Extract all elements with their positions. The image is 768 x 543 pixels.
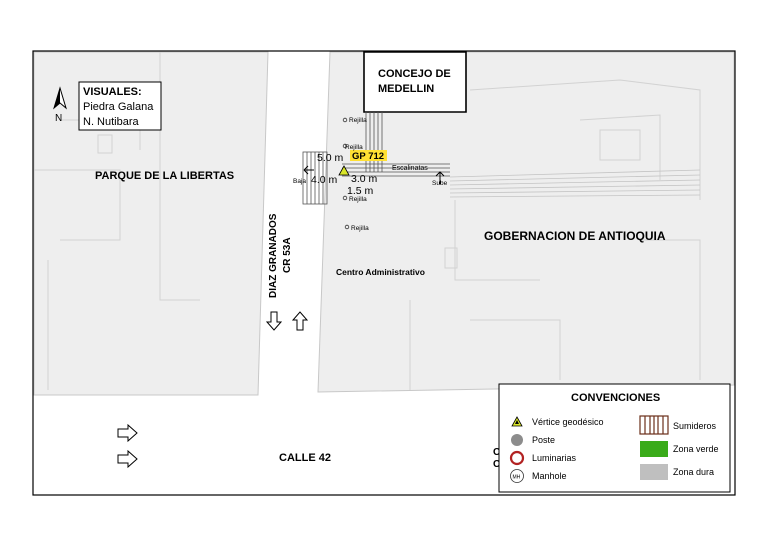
north-label: N <box>55 113 62 124</box>
label-centro: Centro Administrativo <box>336 267 425 277</box>
label-concejo: CONCEJO DE <box>378 68 451 80</box>
label-baja: Baja <box>293 178 306 185</box>
arrow-down-icon <box>265 311 283 331</box>
zona-dura-swatch <box>640 464 668 480</box>
arrow-up-icon <box>291 311 309 331</box>
vertex-gp712 <box>338 150 387 176</box>
vertex-triangle-icon <box>338 165 350 176</box>
concejo-building <box>363 51 467 113</box>
label-street-vertical: DIAZ GRANADOS <box>268 213 279 298</box>
escalinata-strips <box>342 112 450 177</box>
visuales-title: VISUALES: <box>83 86 142 98</box>
flow-arrows <box>303 165 445 184</box>
label-street-vertical: CR 53A <box>282 237 293 273</box>
rejilla-markers <box>342 117 350 230</box>
legend-label: Zona verde <box>673 444 719 454</box>
arrow-right-icon <box>117 423 138 443</box>
gp-label-bg <box>350 150 387 161</box>
legend-label: Sumideros <box>673 421 717 431</box>
city-blocks <box>33 51 735 396</box>
visuales-item: N. Nutibara <box>83 116 140 128</box>
north-arrow-icon: N <box>53 86 67 124</box>
label-parque: PARQUE DE LA LIBERTAS <box>95 170 234 182</box>
label-concejo: MEDELLIN <box>378 83 434 95</box>
label-dimension: 4.0 m <box>311 174 338 186</box>
zona-verde-swatch <box>640 441 668 457</box>
label-gobernacion: GOBERNACION DE ANTIOQUIA <box>484 229 666 243</box>
luminaria-ring-icon <box>509 450 525 466</box>
street-arrows <box>117 311 309 469</box>
legend: CONVENCIONES Vértice geodésico Poste Lum… <box>498 383 731 493</box>
arrow-right-icon <box>117 449 138 469</box>
legend-label: Luminarias <box>532 453 577 463</box>
label-rejilla: Rejilla <box>349 117 367 124</box>
visuales-box: VISUALES: Piedra Galana N. Nutibara <box>78 81 162 131</box>
label-gp: GP 712 <box>352 151 384 162</box>
label-dimension: 5.0 m <box>317 152 344 164</box>
legend-label: Poste <box>532 435 555 445</box>
label-dimension: 1.5 m <box>347 185 374 197</box>
manhole-icon <box>510 469 524 483</box>
stair-lines <box>449 169 701 198</box>
visuales-item: Piedra Galana <box>83 101 154 113</box>
legend-label: Vértice geodésico <box>532 417 604 427</box>
label-calle: CALLE 42 <box>279 452 331 464</box>
label-partial: C <box>493 459 500 470</box>
label-rejilla: Rejilla <box>351 225 369 232</box>
block-parque <box>33 51 269 396</box>
label-rejilla: Rejilla <box>345 144 363 151</box>
label-dimension: 3.0 m <box>351 173 378 185</box>
poste-circle-icon <box>511 434 523 446</box>
label-partial: C <box>493 447 500 458</box>
label-sube: Sube <box>432 180 448 187</box>
sumidero-grate <box>302 151 328 205</box>
legend-label: Zona dura <box>673 467 714 477</box>
map-frame <box>32 50 736 496</box>
manhole-symbol: MH <box>513 475 521 481</box>
legend-label: Manhole <box>532 471 567 481</box>
legend-title: CONVENCIONES <box>571 392 660 404</box>
block-gobernacion <box>317 51 735 393</box>
label-escalinatas: Escalinatas <box>392 165 428 172</box>
sumidero-grate-icon <box>639 415 669 435</box>
label-rejilla: Rejilla <box>349 196 367 203</box>
